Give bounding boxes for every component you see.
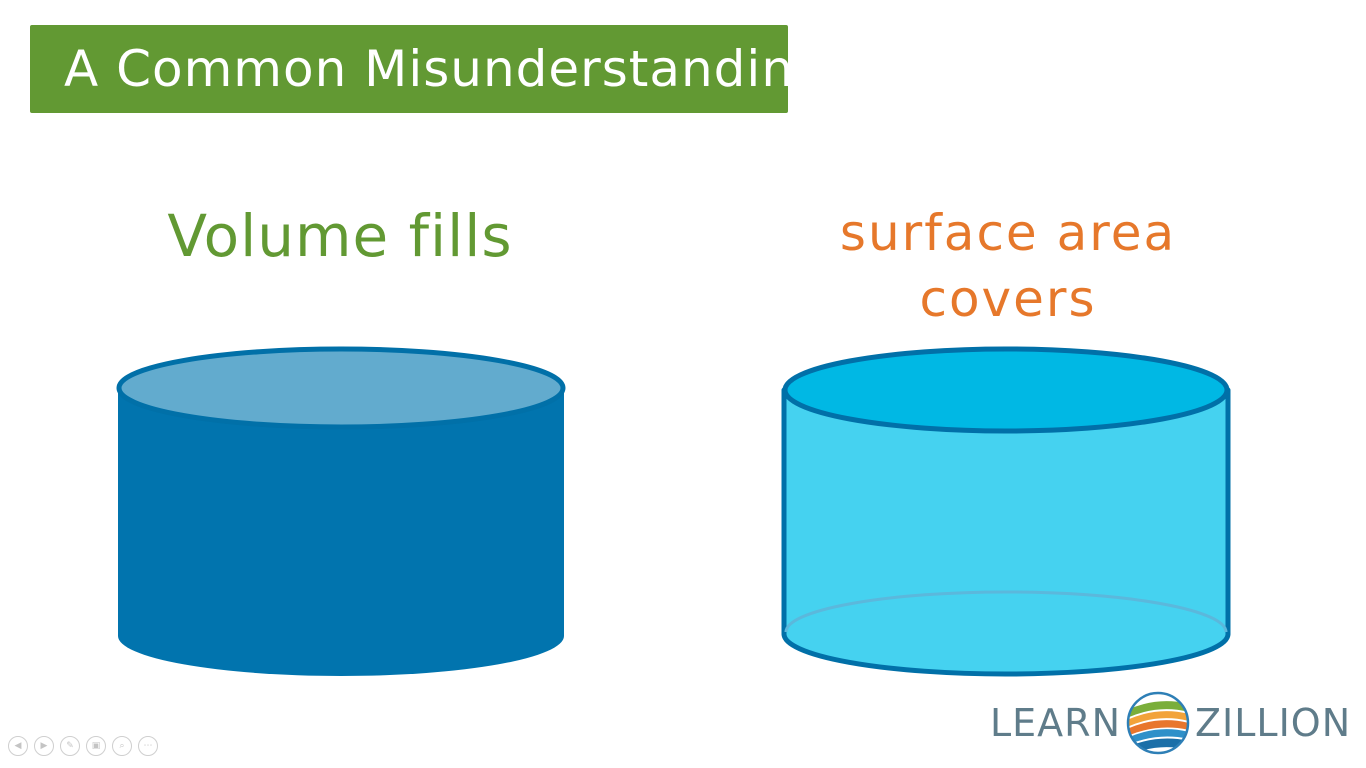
surface-area-label: surface area covers: [780, 200, 1236, 332]
surface-area-label-line1: surface area: [839, 204, 1177, 262]
solid-cylinder-top: [116, 346, 566, 430]
next-icon[interactable]: ▶: [34, 736, 54, 756]
title-banner: A Common Misunderstanding: [30, 25, 826, 113]
slide-title: A Common Misunderstanding: [64, 40, 827, 98]
volume-label: Volume fills: [167, 202, 513, 270]
solid-cylinder: [116, 346, 566, 676]
zoom-icon[interactable]: ⌕: [112, 736, 132, 756]
learnzillion-logo: LEARN ZILLION: [990, 688, 1351, 758]
pen-icon[interactable]: ✎: [60, 736, 80, 756]
player-controls: ◀ ▶ ✎ ▣ ⌕ ⋯: [8, 736, 158, 756]
slides-icon[interactable]: ▣: [86, 736, 106, 756]
more-icon[interactable]: ⋯: [138, 736, 158, 756]
solid-cylinder-body: [118, 388, 564, 676]
hollow-cylinder-top: [782, 346, 1230, 434]
logo-text-learn: LEARN: [990, 701, 1122, 745]
logo-globe-icon: [1126, 691, 1190, 755]
hollow-cylinder-bottom-back-edge: [784, 590, 1228, 633]
hollow-cylinder: [781, 346, 1231, 677]
previous-icon[interactable]: ◀: [8, 736, 28, 756]
surface-area-label-line2: covers: [919, 270, 1097, 328]
logo-text-zillion: ZILLION: [1195, 701, 1352, 745]
hollow-cylinder-body: [781, 387, 1231, 677]
